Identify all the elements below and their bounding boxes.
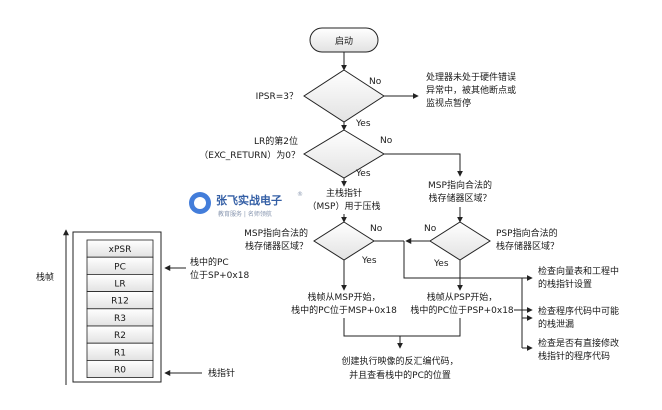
psp-no: No bbox=[424, 224, 437, 234]
stack-register-xpsr: xPSR bbox=[109, 245, 132, 255]
decision-psp-valid bbox=[429, 221, 491, 261]
edge-lr-no bbox=[384, 153, 463, 177]
stack-register-r1: R1 bbox=[114, 348, 126, 358]
start-label: 启动 bbox=[335, 35, 353, 47]
stack-outline bbox=[72, 231, 162, 383]
check-modify-1: 检查是否有直接修改 bbox=[538, 337, 619, 349]
stack-register-pc: PC bbox=[114, 262, 126, 272]
note-not-hardfault-2: 异常中，被其他断点或 bbox=[426, 84, 516, 96]
create-image-2: 并且查看栈中的PC的位置 bbox=[349, 369, 451, 381]
frame-psp-2: 栈中的PC位于PSP+0x18 bbox=[410, 304, 514, 316]
main-sp-1: 主栈指针 bbox=[326, 187, 362, 199]
check-modify-2: 栈指针的程序代码 bbox=[538, 350, 610, 362]
stack-cell bbox=[86, 359, 154, 378]
stack-register-r12: R12 bbox=[111, 297, 129, 307]
note-not-hardfault-3: 监视点暂停 bbox=[426, 97, 471, 109]
psp-valid-2: 栈存储器区域？ bbox=[496, 240, 559, 252]
frame-psp-1: 栈帧从PSP开始， bbox=[427, 291, 498, 303]
stack-register-r0: R0 bbox=[114, 366, 126, 376]
sp-label: 栈指针 bbox=[208, 367, 235, 379]
lr-label-2: （EXC_RETURN）为0？ bbox=[199, 149, 300, 161]
msp-no: No bbox=[370, 224, 383, 234]
check-vectors-1: 检查向量表和工程中 bbox=[538, 265, 619, 277]
main-sp-2: （MSP）用于压栈 bbox=[308, 200, 381, 212]
edge-psp-to-create bbox=[400, 318, 461, 337]
psp-valid-1: PSP指向合法的 bbox=[496, 227, 558, 239]
edge-no-merge bbox=[403, 241, 522, 279]
watermark-reg: ® bbox=[297, 191, 303, 198]
stack-frame-label: 栈帧 bbox=[36, 271, 54, 283]
psp-question-1: MSP指向合法的 bbox=[428, 179, 492, 191]
psp-question-2: 栈存储器区域？ bbox=[428, 192, 491, 204]
stack-register-r2: R2 bbox=[114, 331, 126, 341]
decision-msp-valid bbox=[313, 221, 375, 261]
stack-register-r3: R3 bbox=[114, 314, 126, 324]
lr-label-1: LR的第2位 bbox=[254, 135, 298, 147]
check-vectors-2: 的栈指针设置 bbox=[538, 278, 592, 290]
pc-note-2: 位于SP+0x18 bbox=[190, 269, 249, 281]
edge-msp-to-create bbox=[343, 318, 403, 349]
pc-note-1: 栈中的PC bbox=[190, 256, 229, 268]
create-image-1: 创建执行映像的反汇编代码， bbox=[341, 355, 458, 367]
note-not-hardfault-1: 处理器未处于硬件错误 bbox=[426, 71, 516, 83]
watermark-logo: 张飞实战电子 ® 教育服务 | 名师领航 bbox=[189, 191, 303, 218]
watermark-title: 张飞实战电子 bbox=[216, 193, 282, 207]
frame-msp-1: 栈帧从MSP开始， bbox=[308, 291, 381, 303]
check-overflow-1: 检查程序代码中可能 bbox=[538, 305, 619, 317]
lr-no: No bbox=[380, 136, 393, 146]
ipsr-label: IPSR=3？ bbox=[256, 92, 298, 102]
watermark-subtitle: 教育服务 | 名师领航 bbox=[218, 210, 272, 218]
msp-valid-2: 栈存储器区域？ bbox=[245, 240, 308, 252]
logo-inner-icon bbox=[194, 197, 206, 209]
ipsr-no: No bbox=[369, 77, 382, 87]
decision-lr bbox=[303, 129, 385, 179]
lr-yes: Yes bbox=[355, 169, 371, 179]
frame-msp-2: 栈中的PC位于MSP+0x18 bbox=[291, 304, 397, 316]
msp-valid-1: MSP指向合法的 bbox=[244, 227, 308, 239]
psp-yes: Yes bbox=[433, 259, 449, 269]
stack-register-lr: LR bbox=[114, 280, 125, 290]
msp-yes: Yes bbox=[361, 256, 377, 266]
check-overflow-2: 的栈泄漏 bbox=[538, 318, 574, 330]
ipsr-yes: Yes bbox=[355, 119, 371, 129]
